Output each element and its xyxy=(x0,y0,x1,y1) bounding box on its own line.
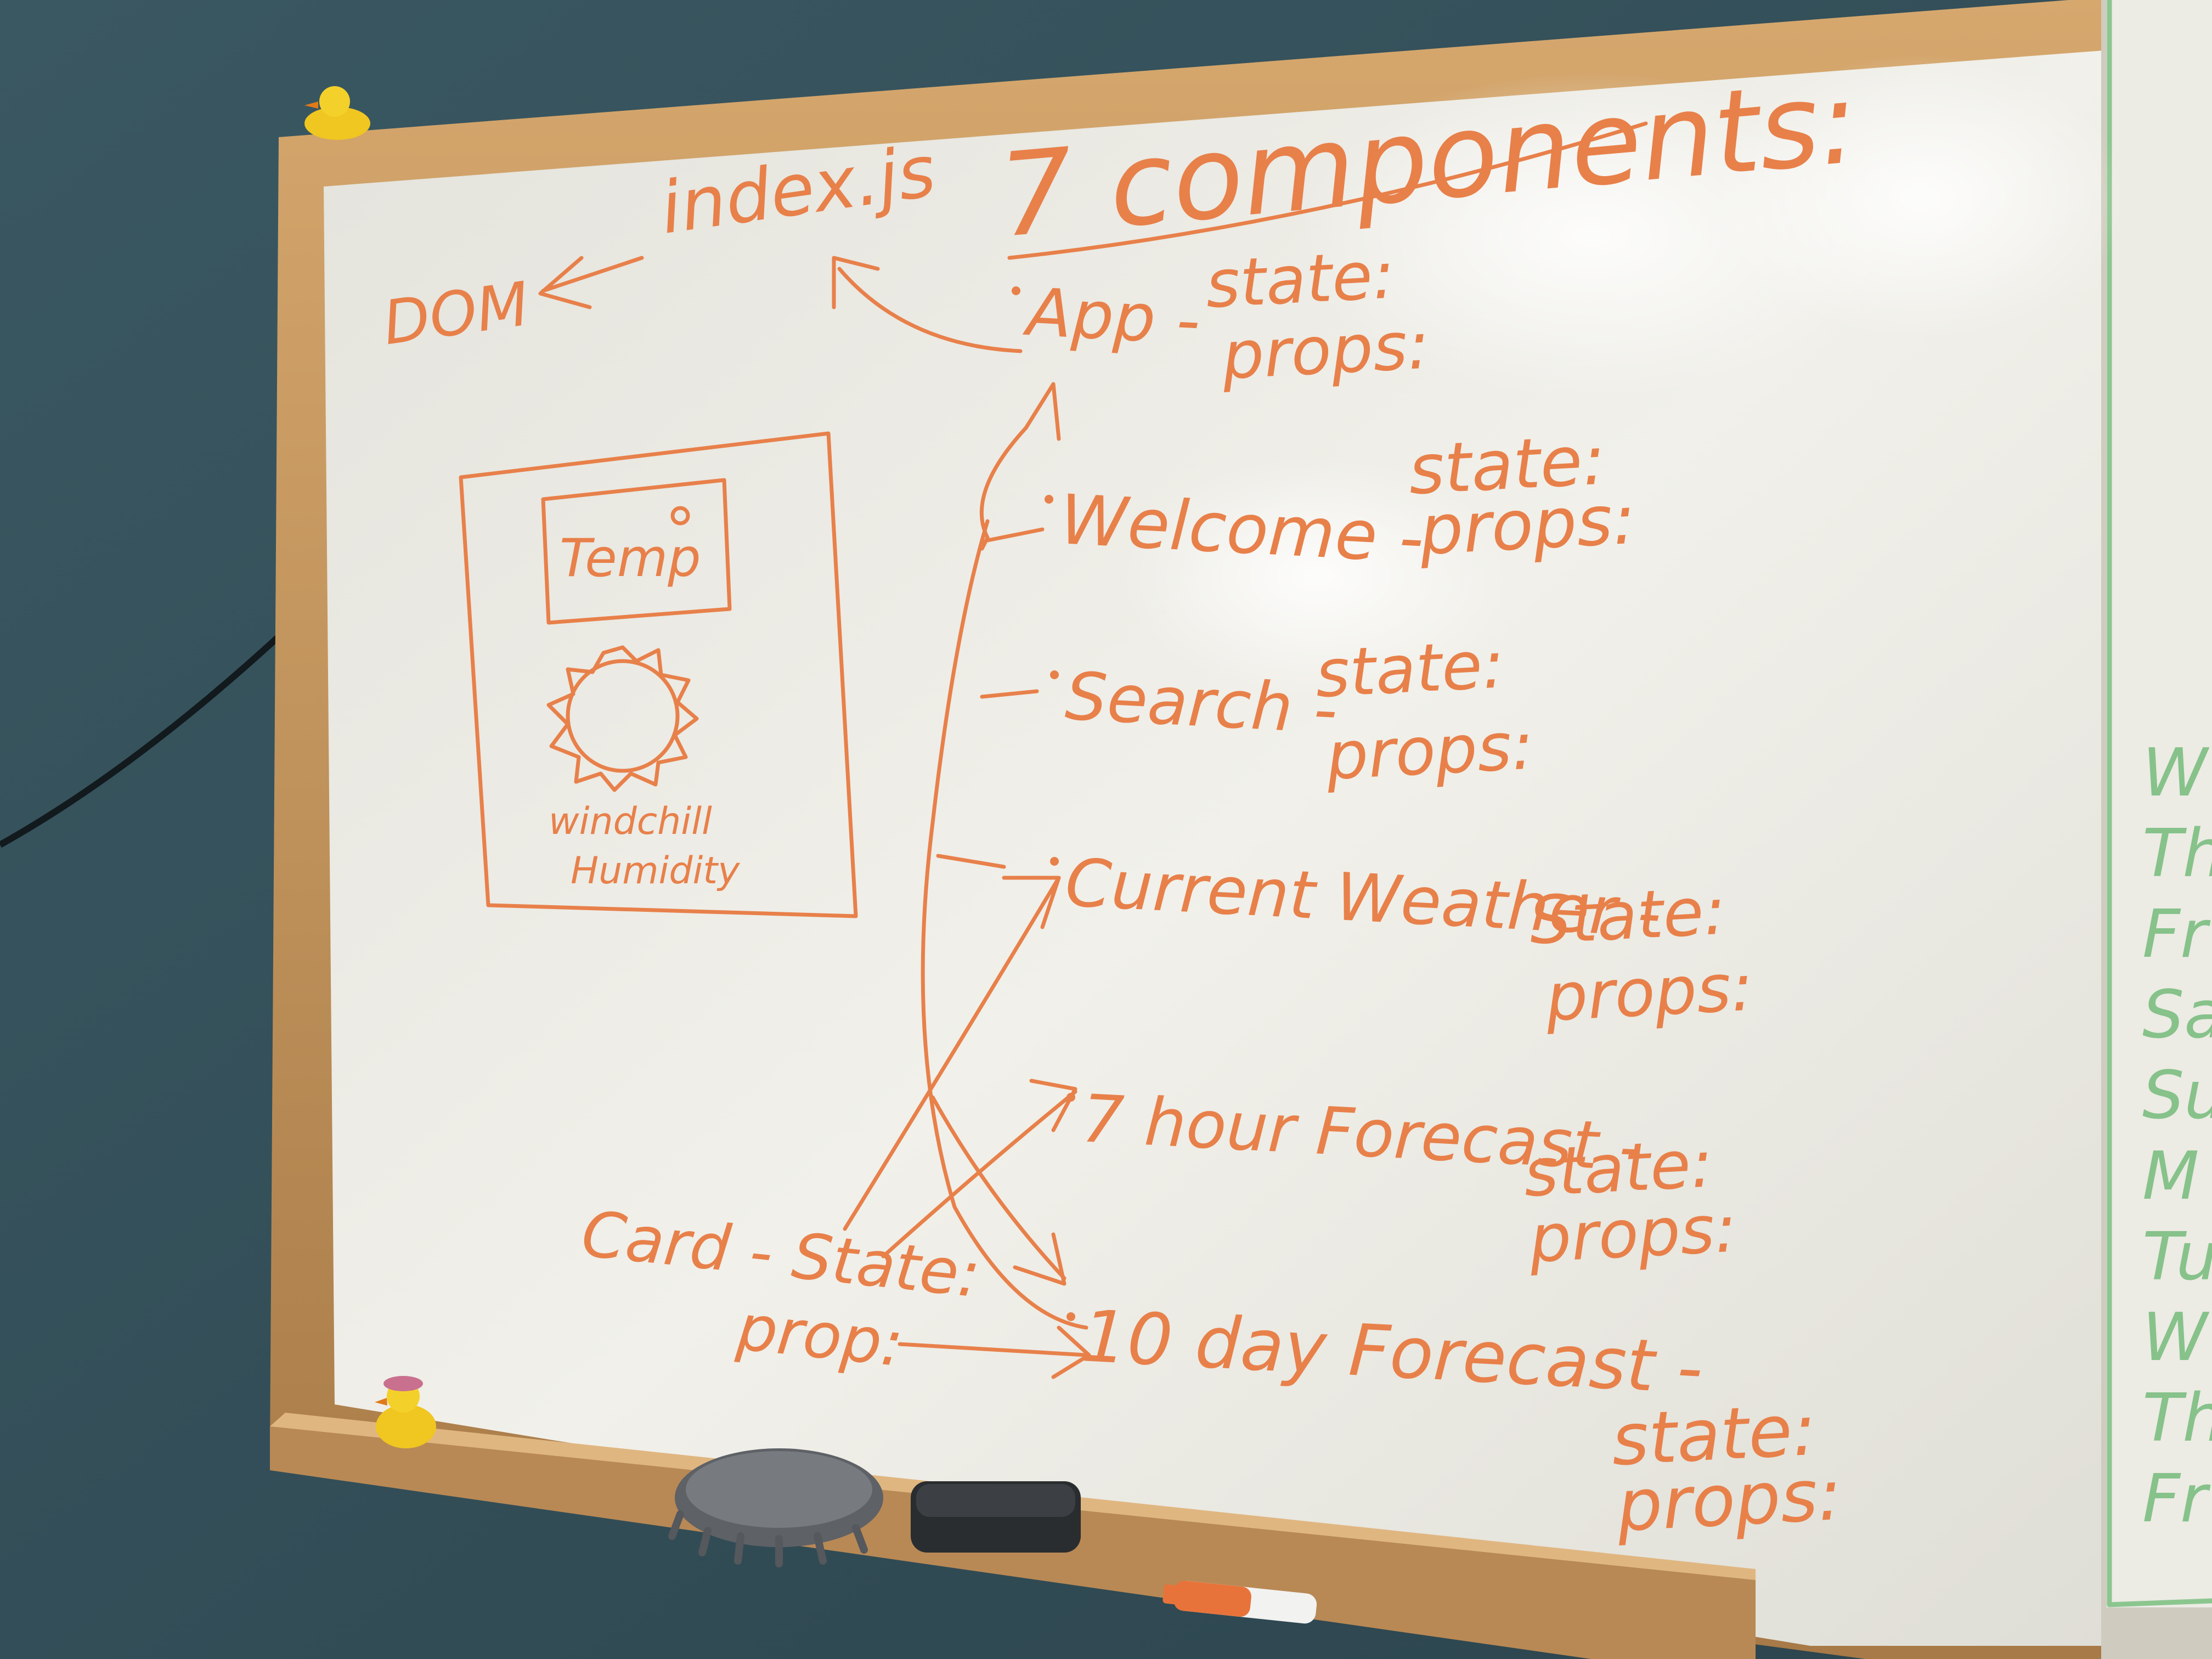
component-row: App - state:props: xyxy=(1012,237,1431,394)
component-state: state: xyxy=(1522,1126,1714,1212)
component-row: Welcome - state:props: xyxy=(1045,420,1638,579)
side-board-letter: Fr xyxy=(2142,896,2211,973)
component-props: props: xyxy=(1324,708,1536,795)
component-props: props: xyxy=(1543,949,1755,1036)
side-board-letter: Th xyxy=(2142,816,2212,892)
sponge-icon xyxy=(668,1448,883,1567)
component-state: State: xyxy=(1527,873,1728,960)
sketch-line2: Humidity xyxy=(571,849,740,893)
side-board-letter: W xyxy=(2142,1300,2210,1376)
component-props: props: xyxy=(1220,307,1431,394)
bullet-dot xyxy=(1050,670,1059,679)
side-board-letter: W xyxy=(2142,735,2210,811)
sketch-frame xyxy=(459,431,858,918)
sketch-line1: windchill xyxy=(549,800,712,843)
bullet-dot xyxy=(1012,286,1020,295)
component-state: state: xyxy=(1313,627,1506,713)
component-row: 10 day Forecast - state:props: xyxy=(1066,1294,1844,1548)
component-row: Search - state:props: xyxy=(1050,627,1536,795)
component-props: props: xyxy=(1417,480,1638,571)
component-name: App - xyxy=(1021,274,1202,360)
sketch-temp-box xyxy=(541,478,732,625)
card-props: prop: xyxy=(733,1291,907,1381)
board-surface xyxy=(324,49,2118,1646)
side-board-letter: Su xyxy=(2142,1058,2212,1134)
side-board-letter: Tu xyxy=(2142,1219,2212,1295)
degree-icon xyxy=(670,506,690,526)
component-row: Current Weather - State:props: xyxy=(1050,845,1755,1036)
bullet-dot xyxy=(1050,857,1059,866)
component-props: props: xyxy=(1615,1453,1844,1548)
component-state: state: xyxy=(1204,237,1396,323)
component-props: props: xyxy=(1527,1190,1739,1278)
sketch-temp-label: Temp xyxy=(560,528,701,589)
eraser-icon xyxy=(911,1481,1081,1553)
component-name: Welcome - xyxy=(1058,480,1426,579)
side-board-letter: Th xyxy=(2142,1380,2212,1457)
marker-icon xyxy=(1163,1581,1317,1624)
rubber-duck-icon xyxy=(304,86,370,140)
bullet-dot xyxy=(1066,1312,1075,1321)
side-board-letter: M xyxy=(2142,1138,2199,1215)
side-board-letter: Sa xyxy=(2142,977,2212,1053)
component-state: state: xyxy=(1407,420,1607,510)
side-board-letter: Fr xyxy=(2142,1461,2211,1537)
heading-underline xyxy=(1007,121,1648,260)
sun-icon xyxy=(546,645,699,792)
bullet-dot xyxy=(1045,495,1053,504)
component-state: state: xyxy=(1610,1388,1819,1482)
rubber-duck-icon xyxy=(375,1376,436,1448)
component-name: Search - xyxy=(1063,658,1339,749)
